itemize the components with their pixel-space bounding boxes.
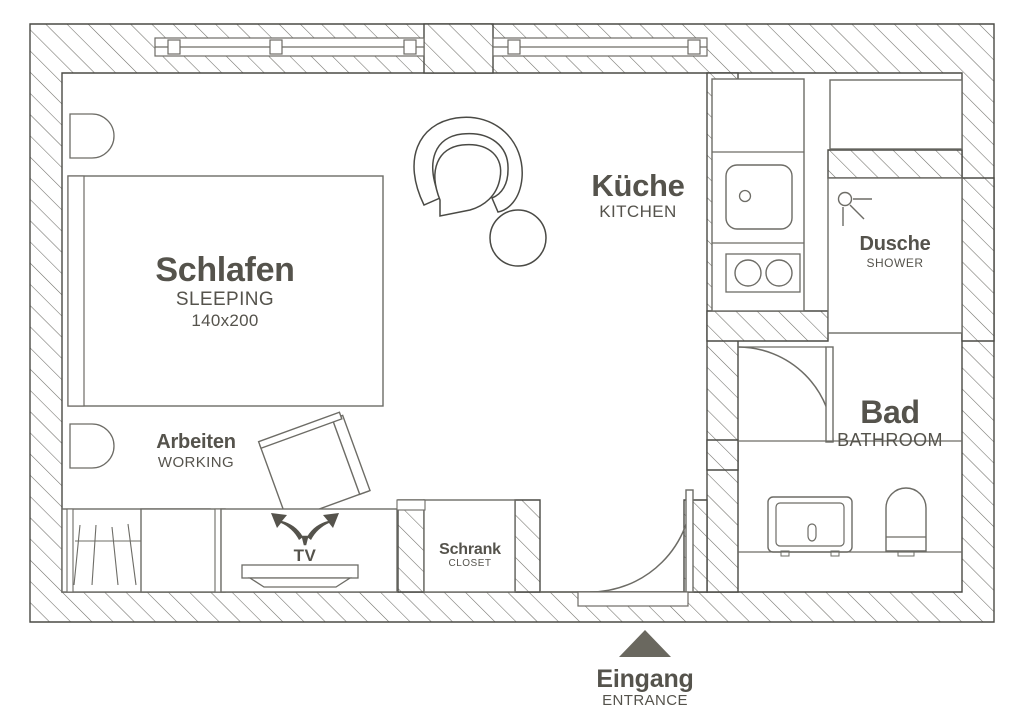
door-entrance: [540, 489, 694, 607]
washbasin: [767, 496, 853, 557]
window-left: [154, 37, 425, 57]
cabinet: [140, 508, 226, 593]
nightstand-top: [69, 113, 115, 159]
wall-pier: [423, 23, 494, 74]
bed-double: [67, 175, 384, 407]
door-bathroom: [737, 346, 834, 443]
showerhead-icon: [837, 191, 872, 226]
closet-unit: [396, 499, 516, 593]
cooktop-two-burner: [725, 253, 801, 293]
cabinet-side: [214, 508, 222, 593]
armchair: [413, 116, 523, 217]
tv-swivel-arrow-icon: [271, 513, 339, 546]
kitchen-sink: [725, 164, 793, 230]
tv-console: [220, 508, 398, 593]
desk-chair: [257, 411, 371, 522]
window-right: [492, 37, 708, 57]
triangle-up-icon: [619, 630, 671, 657]
wall-cabinet: [829, 79, 963, 150]
round-side-table: [489, 209, 547, 267]
toilet: [885, 487, 927, 557]
nightstand-bottom: [69, 423, 115, 469]
shower-enclosure: [827, 177, 963, 334]
